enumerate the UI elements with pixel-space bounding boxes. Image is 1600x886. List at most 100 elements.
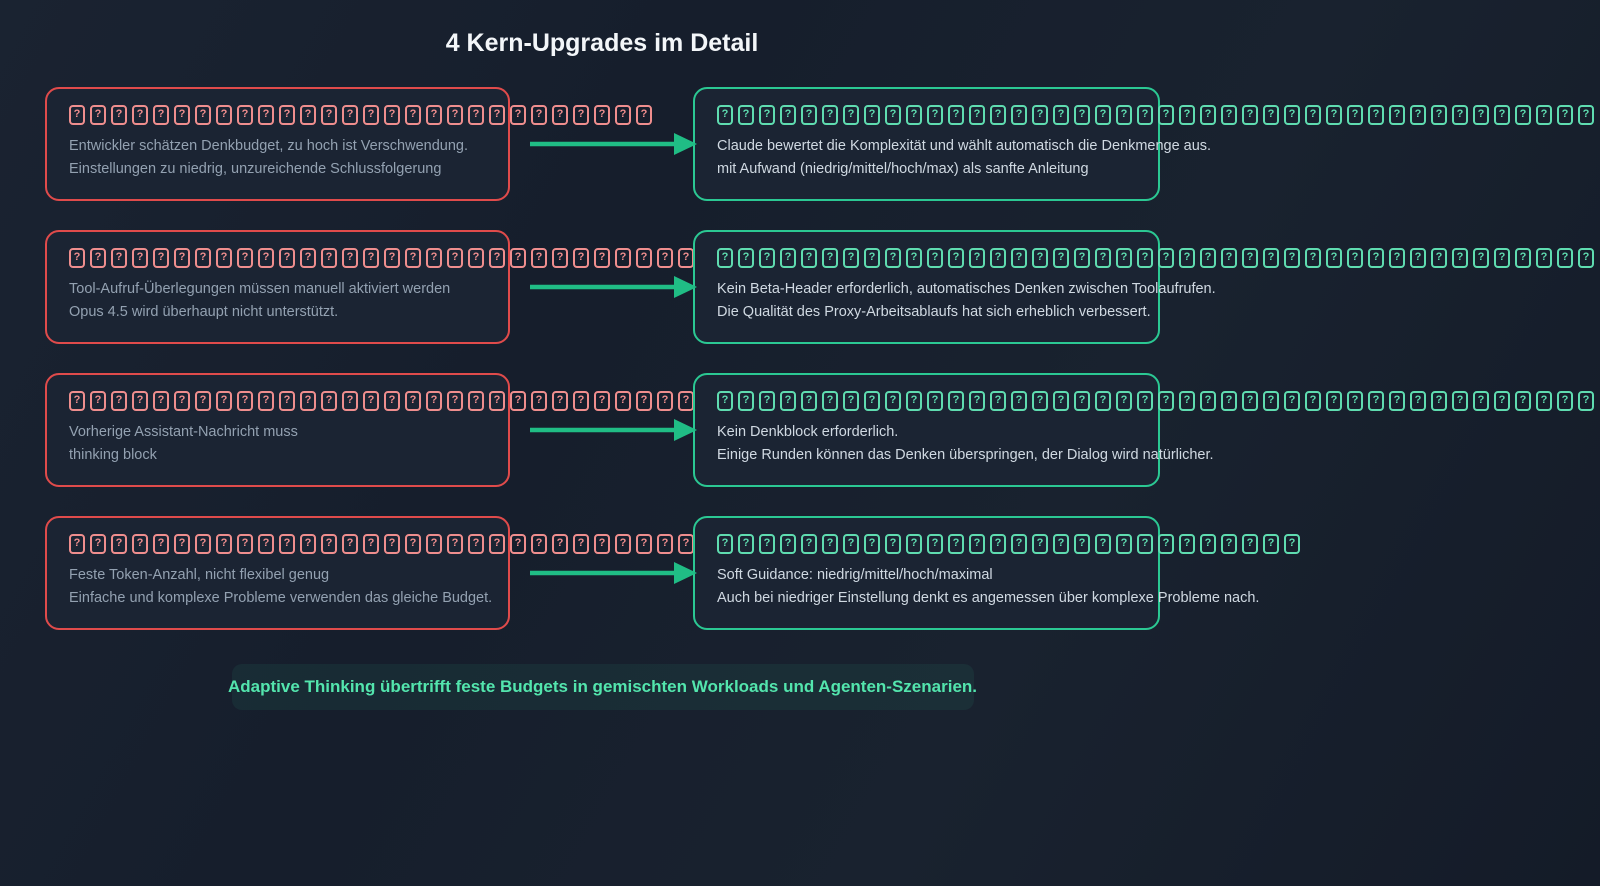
missing-glyph-box: ?	[510, 105, 526, 125]
missing-glyph-box: ?	[927, 248, 943, 268]
missing-glyph-box: ?	[153, 105, 169, 125]
missing-glyph-box: ?	[1158, 248, 1174, 268]
missing-glyph-box: ?	[300, 534, 316, 554]
missing-glyph-box: ?	[468, 105, 484, 125]
missing-glyph-box: ?	[843, 105, 859, 125]
missing-glyph-box: ?	[384, 534, 400, 554]
missing-glyph-box: ?	[300, 391, 316, 411]
missing-glyph-box: ?	[1137, 105, 1153, 125]
missing-glyph-box: ?	[1032, 391, 1048, 411]
missing-glyph-box: ?	[90, 248, 106, 268]
missing-glyph-box: ?	[510, 534, 526, 554]
missing-glyph-box: ?	[573, 105, 589, 125]
missing-glyph-box: ?	[237, 105, 253, 125]
arrow-cell	[510, 230, 697, 344]
missing-glyph-box: ?	[1578, 105, 1594, 125]
missing-glyph-box: ?	[195, 105, 211, 125]
missing-glyph-box: ?	[111, 248, 127, 268]
missing-glyph-box: ?	[300, 105, 316, 125]
missing-glyph-box: ?	[384, 248, 400, 268]
card-text-line: Opus 4.5 wird überhaupt nicht unterstütz…	[69, 303, 339, 320]
missing-glyph-box: ?	[1284, 391, 1300, 411]
missing-glyph-box: ?	[426, 534, 442, 554]
missing-glyph-box: ?	[132, 248, 148, 268]
missing-glyph-box: ?	[780, 248, 796, 268]
missing-glyph-box: ?	[90, 105, 106, 125]
missing-glyph-box: ?	[717, 105, 733, 125]
missing-glyph-box: ?	[1053, 391, 1069, 411]
missing-glyph-box: ?	[1494, 105, 1510, 125]
missing-glyph-box: ?	[1011, 391, 1027, 411]
missing-glyph-box: ?	[657, 391, 673, 411]
missing-glyph-box: ?	[1242, 534, 1258, 554]
right-arrow-icon	[530, 276, 697, 298]
missing-glyph-box: ?	[258, 105, 274, 125]
missing-glyph-heading: ????????????????????????????	[69, 105, 652, 126]
missing-glyph-box: ?	[1284, 105, 1300, 125]
missing-glyph-box: ?	[780, 534, 796, 554]
missing-glyph-box: ?	[1305, 105, 1321, 125]
missing-glyph-box: ?	[1032, 105, 1048, 125]
missing-glyph-box: ?	[822, 248, 838, 268]
missing-glyph-box: ?	[1074, 248, 1090, 268]
missing-glyph-box: ?	[1179, 391, 1195, 411]
missing-glyph-box: ?	[990, 248, 1006, 268]
card-text-line: thinking block	[69, 446, 157, 463]
page-title: 4 Kern-Upgrades im Detail	[445, 29, 759, 57]
missing-glyph-box: ?	[279, 105, 295, 125]
arrow-cell	[510, 87, 697, 201]
missing-glyph-box: ?	[738, 534, 754, 554]
upgrade-card-2: ????????????????????????????????????????…	[693, 230, 1594, 344]
missing-glyph-box: ?	[1473, 391, 1489, 411]
missing-glyph-box: ?	[1347, 248, 1363, 268]
missing-glyph-box: ?	[1242, 391, 1258, 411]
missing-glyph-box: ?	[594, 105, 610, 125]
missing-glyph-box: ?	[216, 534, 232, 554]
missing-glyph-box: ?	[468, 391, 484, 411]
pain-point-card-4: ?????????????????????????????? Feste Tok…	[45, 516, 694, 630]
missing-glyph-box: ?	[342, 105, 358, 125]
upgrade-row-4: ?????????????????????????????? Feste Tok…	[45, 516, 1600, 630]
missing-glyph-box: ?	[510, 391, 526, 411]
missing-glyph-box: ?	[363, 105, 379, 125]
missing-glyph-box: ?	[447, 105, 463, 125]
missing-glyph-box: ?	[738, 105, 754, 125]
missing-glyph-box: ?	[489, 105, 505, 125]
missing-glyph-box: ?	[1095, 105, 1111, 125]
missing-glyph-box: ?	[1326, 105, 1342, 125]
missing-glyph-box: ?	[885, 105, 901, 125]
missing-glyph-box: ?	[510, 248, 526, 268]
missing-glyph-box: ?	[69, 391, 85, 411]
card-text-line: Tool-Aufruf-Überlegungen müssen manuell …	[69, 281, 451, 297]
missing-glyph-box: ?	[489, 391, 505, 411]
missing-glyph-box: ?	[801, 534, 817, 554]
missing-glyph-box: ?	[1515, 248, 1531, 268]
missing-glyph-box: ?	[405, 534, 421, 554]
missing-glyph-box: ?	[906, 534, 922, 554]
missing-glyph-box: ?	[636, 534, 652, 554]
missing-glyph-box: ?	[1074, 534, 1090, 554]
missing-glyph-box: ?	[363, 534, 379, 554]
missing-glyph-box: ?	[405, 248, 421, 268]
missing-glyph-box: ?	[636, 105, 652, 125]
missing-glyph-box: ?	[1431, 248, 1447, 268]
missing-glyph-box: ?	[1578, 391, 1594, 411]
missing-glyph-box: ?	[615, 105, 631, 125]
missing-glyph-box: ?	[1410, 391, 1426, 411]
missing-glyph-box: ?	[657, 534, 673, 554]
missing-glyph-box: ?	[738, 248, 754, 268]
missing-glyph-box: ?	[1578, 248, 1594, 268]
missing-glyph-box: ?	[216, 391, 232, 411]
missing-glyph-heading: ??????????????????????????????	[69, 534, 694, 555]
missing-glyph-box: ?	[405, 105, 421, 125]
missing-glyph-box: ?	[258, 534, 274, 554]
conclusion-text: Adaptive Thinking übertrifft feste Budge…	[227, 677, 978, 696]
missing-glyph-box: ?	[1557, 105, 1573, 125]
missing-glyph-box: ?	[1116, 534, 1132, 554]
missing-glyph-box: ?	[489, 248, 505, 268]
missing-glyph-box: ?	[468, 248, 484, 268]
missing-glyph-box: ?	[801, 248, 817, 268]
missing-glyph-box: ?	[1200, 534, 1216, 554]
missing-glyph-box: ?	[1179, 248, 1195, 268]
missing-glyph-box: ?	[594, 534, 610, 554]
